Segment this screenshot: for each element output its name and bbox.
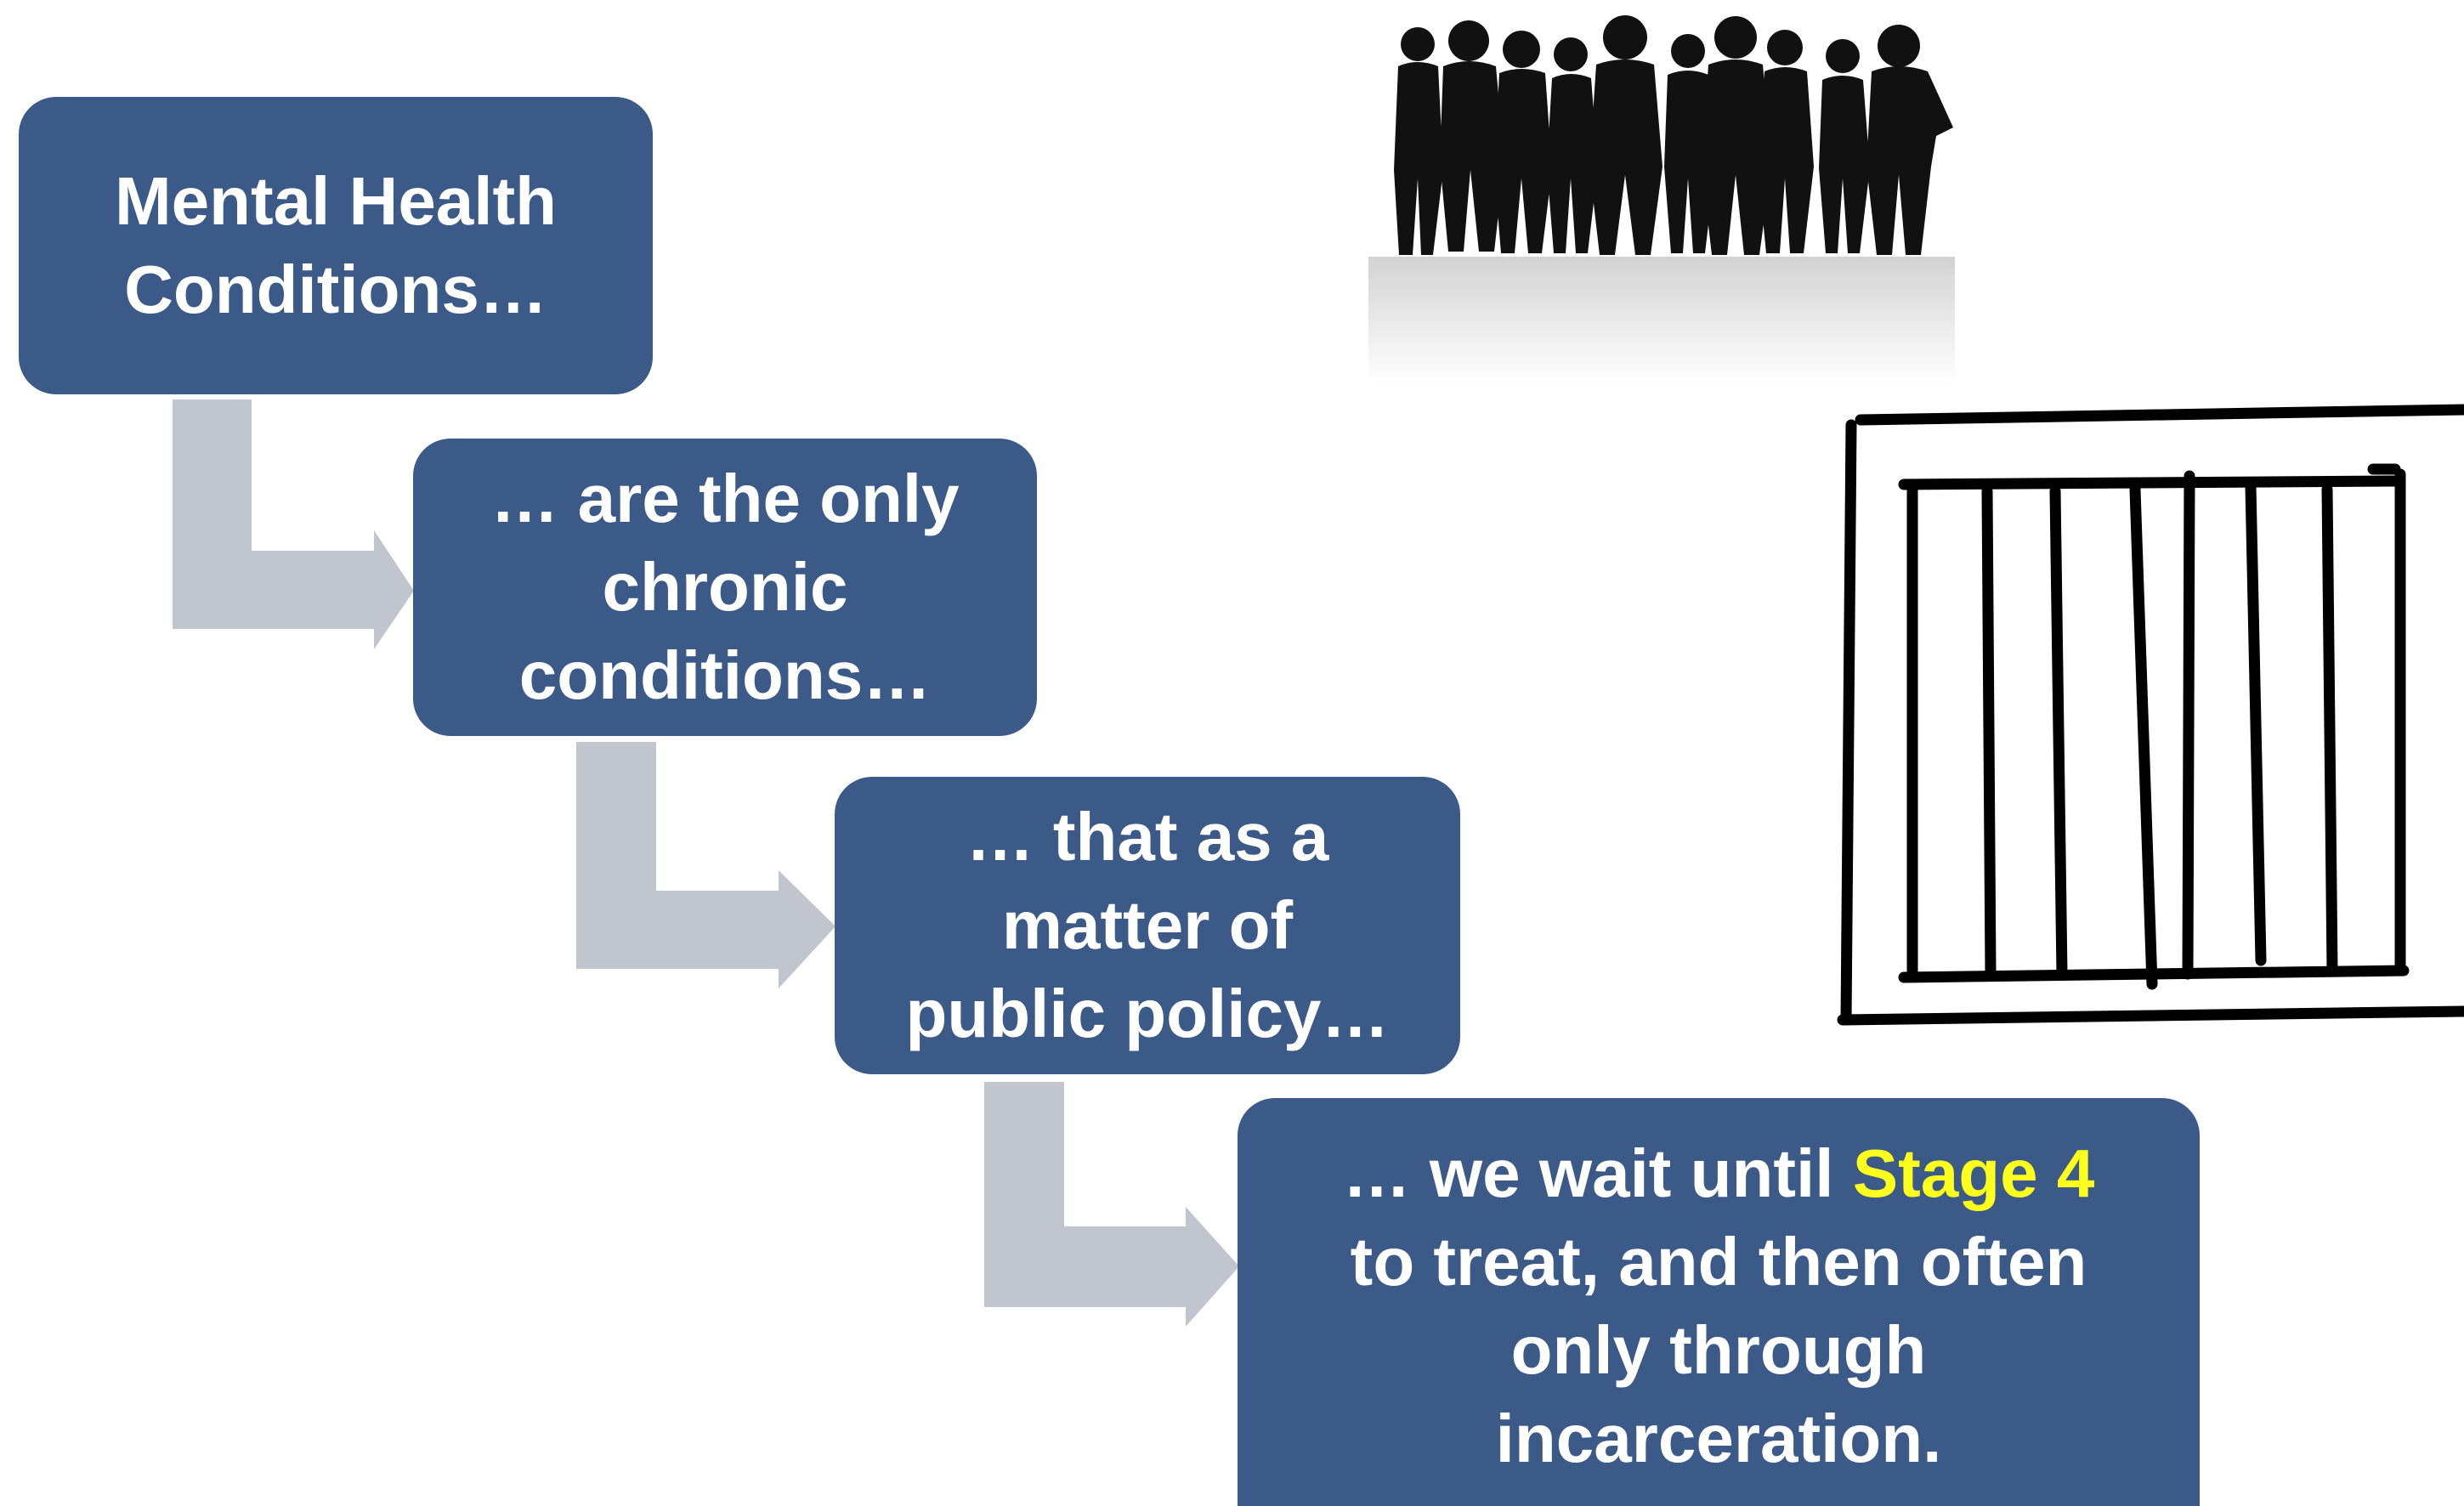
step-1-line-2: Conditions… (124, 252, 547, 327)
jail-bars-icon (1837, 404, 2464, 1026)
step-2-line-2: chronic (602, 549, 848, 625)
step-1-line-1: Mental Health (114, 163, 558, 239)
step-4-line-1-text: … we wait until (1342, 1135, 1853, 1211)
step-4-line-1: … we wait until Stage 4 (1343, 1130, 2095, 1218)
step-3-line-3: public policy… (905, 976, 1390, 1051)
step-4-line-2: to treat, and then often (1350, 1224, 2087, 1299)
elbow-arrow-3 (984, 1082, 1239, 1327)
people-crowd-silhouette-icon (1368, 15, 1955, 384)
step-4-box: … we wait until Stage 4 to treat, and th… (1238, 1098, 2200, 1506)
step-3-line-2: matter of (1001, 887, 1294, 963)
stage-4-highlight: Stage 4 (1852, 1135, 2095, 1211)
step-4-line-3: only through (1510, 1312, 1927, 1388)
elbow-arrow-2 (576, 742, 835, 988)
elbow-arrow-1 (173, 399, 414, 649)
connector-arrows (173, 399, 1239, 1327)
step-2-box: … are the only chronic conditions… (413, 439, 1037, 736)
step-3-line-1: … that as a (966, 799, 1329, 875)
step-3-box: … that as a matter of public policy… (835, 777, 1460, 1074)
step-1-box: Mental Health Conditions… (19, 97, 653, 394)
step-2-line-3: conditions… (518, 637, 932, 713)
step-2-line-1: … are the only (490, 461, 960, 536)
step-4-line-4: incarceration. (1495, 1401, 1942, 1476)
